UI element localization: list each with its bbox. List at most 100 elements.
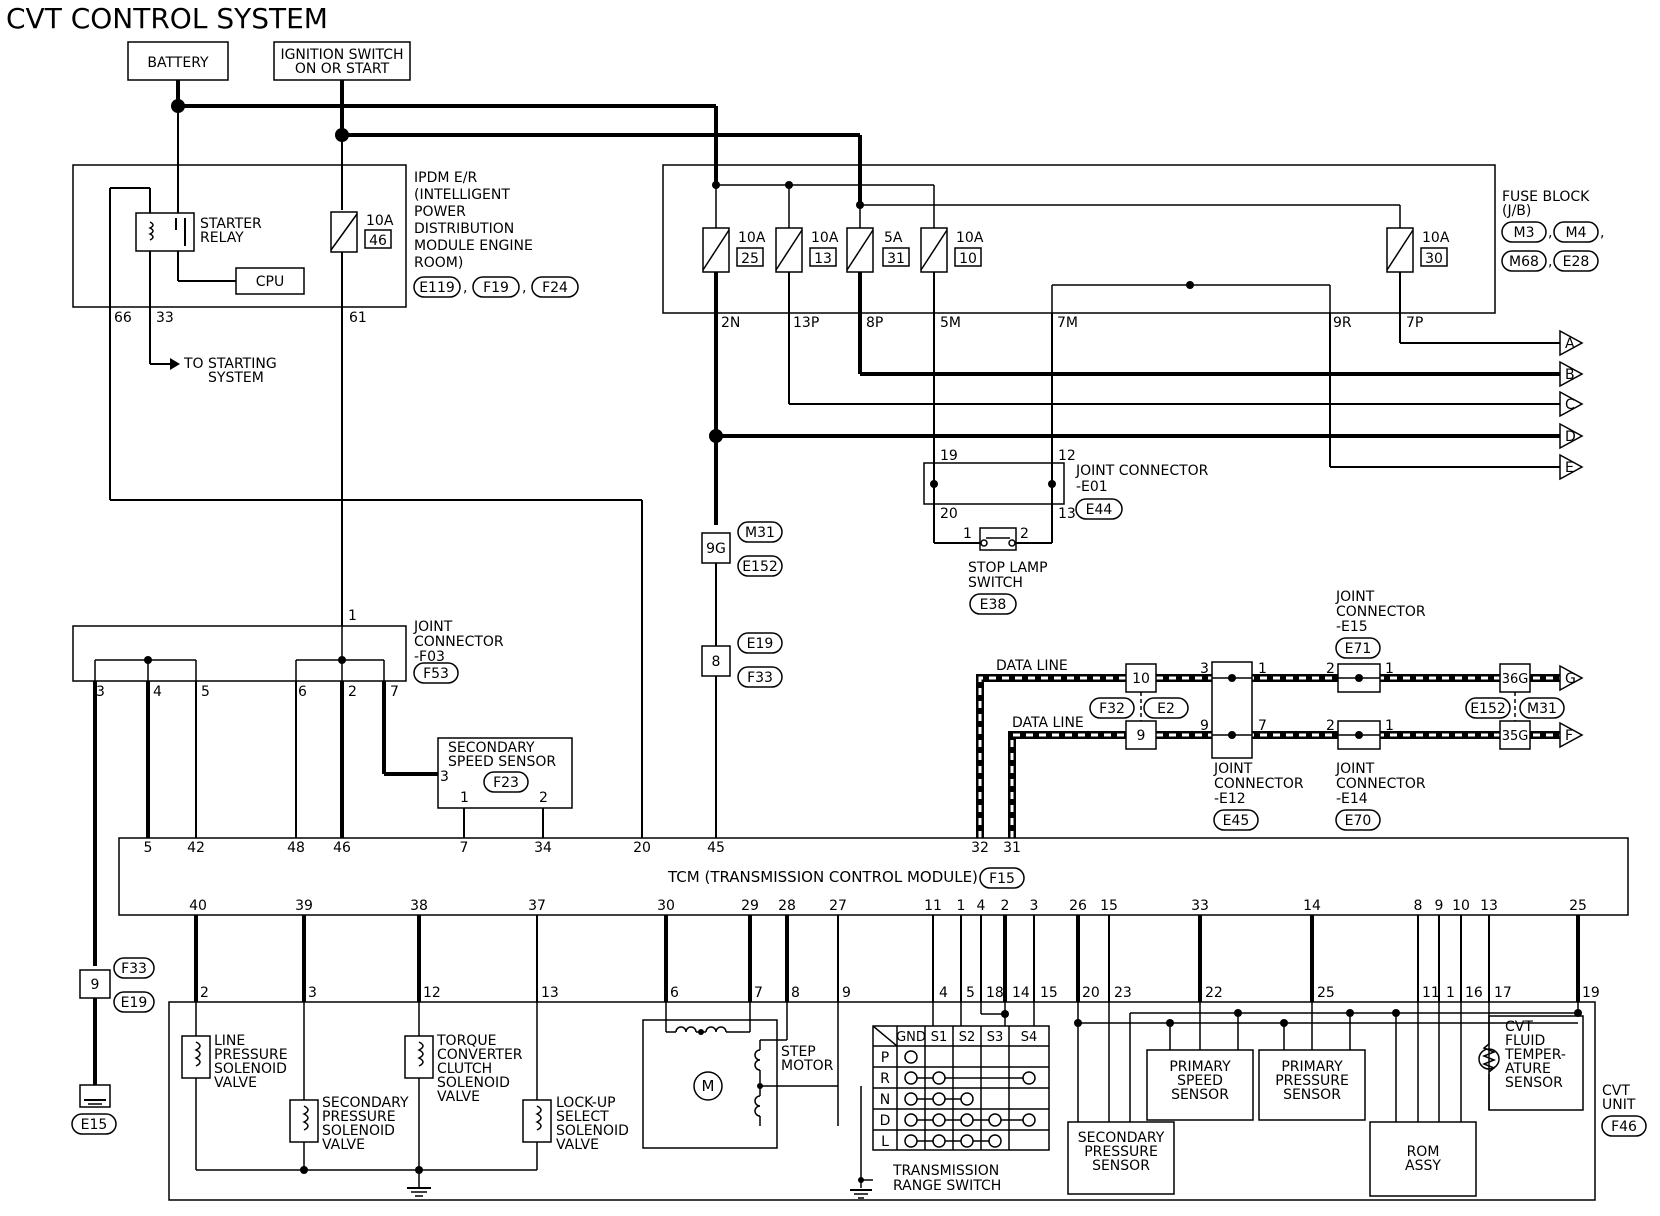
svg-text:66: 66 [114,310,132,326]
svg-text:SECONDARY: SECONDARY [448,740,535,756]
svg-text:FUSE BLOCK: FUSE BLOCK [1502,189,1590,205]
transmission-range-switch: GND S1 S2 S3 S4 P R N D L TRANSMISS [872,1025,1050,1194]
svg-text:12: 12 [1058,448,1076,464]
svg-text:31: 31 [1003,840,1021,856]
svg-text:E: E [1565,460,1574,476]
fuse-13: 10A 13 [775,227,839,273]
svg-text:6: 6 [298,684,307,700]
data-line-label-1: DATA LINE [996,658,1068,674]
svg-text:-E12: -E12 [1214,791,1246,807]
svg-text:M31: M31 [745,525,775,541]
svg-text:5: 5 [144,840,153,856]
svg-text:E19: E19 [121,995,148,1011]
svg-text:35G: 35G [1502,729,1529,744]
svg-text:2: 2 [1326,718,1335,734]
svg-text:16: 16 [1465,985,1483,1001]
svg-text:19: 19 [940,448,958,464]
svg-text:10: 10 [959,251,977,267]
svg-text:D: D [1565,429,1576,445]
svg-text:18: 18 [986,985,1004,1001]
svg-text:SOLENOID: SOLENOID [556,1123,629,1139]
svg-text:8: 8 [712,654,721,670]
svg-text:SECONDARY: SECONDARY [322,1095,409,1111]
rom-assy: ROM ASSY [1369,1002,1477,1197]
svg-text:10: 10 [1452,898,1470,914]
svg-text:7P: 7P [1406,315,1423,331]
svg-text:7: 7 [1258,718,1267,734]
svg-text:36G: 36G [1502,672,1529,687]
svg-text:20: 20 [940,506,958,522]
svg-text:MODULE ENGINE: MODULE ENGINE [414,238,533,254]
svg-text:PRIMARY: PRIMARY [1169,1059,1231,1075]
svg-text:CVT: CVT [1505,1019,1533,1035]
svg-text:F33: F33 [747,670,773,686]
offpage-connector-f: F [1559,721,1584,749]
svg-text:B: B [1565,367,1575,383]
svg-text:2: 2 [200,985,209,1001]
svg-text:2: 2 [539,790,548,806]
svg-text:9: 9 [91,977,100,993]
svg-text:61: 61 [349,310,367,326]
svg-text:F: F [1565,728,1573,744]
svg-text:13: 13 [541,985,559,1001]
svg-text:RANGE SWITCH: RANGE SWITCH [893,1178,1001,1194]
svg-text:JOINT: JOINT [1335,589,1375,605]
svg-text:1: 1 [1258,661,1267,677]
line-pressure-solenoid-valve: LINE PRESSURE SOLENOID VALVE [181,1002,288,1170]
svg-text:1: 1 [1385,661,1394,677]
svg-text:E71: E71 [1345,641,1372,657]
svg-text:SENSOR: SENSOR [1171,1087,1229,1103]
svg-text:13: 13 [1058,506,1076,522]
svg-text:F24: F24 [542,280,568,296]
lockup-select-solenoid-valve: LOCK-UP SELECT SOLENOID VALVE [522,1002,629,1170]
svg-text:RELAY: RELAY [200,230,244,246]
offpage-connector-c: C [1559,390,1584,418]
svg-text:SPEED SENSOR: SPEED SENSOR [448,754,556,770]
svg-text:POWER: POWER [414,204,466,220]
to-starting-system: TO STARTING [183,356,277,372]
tcm-bottom-pins: 40 39 38 37 30 29 28 27 11 1 4 2 3 26 15… [189,898,1587,914]
offpage-connector-g: G [1559,664,1584,692]
joint-connector-e01 [923,462,1065,505]
data-inline-36g-35g: 36G 35G E152 M31 [1465,663,1565,750]
svg-text:SPEED: SPEED [1177,1073,1223,1089]
svg-text:10A: 10A [956,230,984,246]
svg-text:VALVE: VALVE [437,1089,480,1105]
svg-text:3: 3 [308,985,317,1001]
svg-text:E70: E70 [1345,813,1372,829]
svg-text:48: 48 [287,840,305,856]
joint-connector-e14: 2 1 JOINT CONNECTOR -E14 E70 [1326,718,1426,831]
svg-text:2N: 2N [721,315,740,331]
svg-text:5A: 5A [884,230,903,246]
svg-text:11: 11 [1422,985,1440,1001]
ipdm-connectors: E119 , F19 , F24 [413,276,579,298]
svg-text:VALVE: VALVE [556,1137,599,1153]
svg-text:S1: S1 [931,1030,948,1045]
ipdm-box [72,164,407,308]
svg-text:33: 33 [156,310,174,326]
svg-text:CVT: CVT [1602,1083,1630,1099]
svg-text:9: 9 [1200,718,1209,734]
svg-text:IPDM E/R: IPDM E/R [414,170,477,186]
svg-text:20: 20 [1082,985,1100,1001]
fuse-31: 5A 31 [846,227,910,273]
svg-text:1: 1 [963,526,972,542]
torque-converter-clutch-solenoid-valve: TORQUE CONVERTER CLUTCH SOLENOID VALVE [404,1002,523,1170]
offpage-connector-d: D [1559,422,1584,450]
svg-text:2: 2 [1001,898,1010,914]
svg-text:3: 3 [440,769,449,785]
svg-text:8P: 8P [866,315,883,331]
ipdm-label: IPDM E/R (INTELLIGENT POWER DISTRIBUTION… [414,170,533,271]
svg-text:SOLENOID: SOLENOID [322,1123,395,1139]
f03-output-wires [93,681,438,966]
svg-text:45: 45 [707,840,725,856]
svg-text:R: R [880,1071,890,1087]
svg-text:M: M [702,1077,715,1095]
svg-text:19: 19 [1582,985,1600,1001]
svg-text:-E14: -E14 [1336,791,1368,807]
tcm-top-pins: 5 42 48 46 7 34 20 45 32 31 [144,840,1021,856]
cvt-unit-label: CVT UNIT F46 [1601,1083,1647,1137]
svg-text:,: , [1548,254,1552,270]
svg-text:CLUTCH: CLUTCH [437,1061,492,1077]
svg-text:F33: F33 [121,961,147,977]
